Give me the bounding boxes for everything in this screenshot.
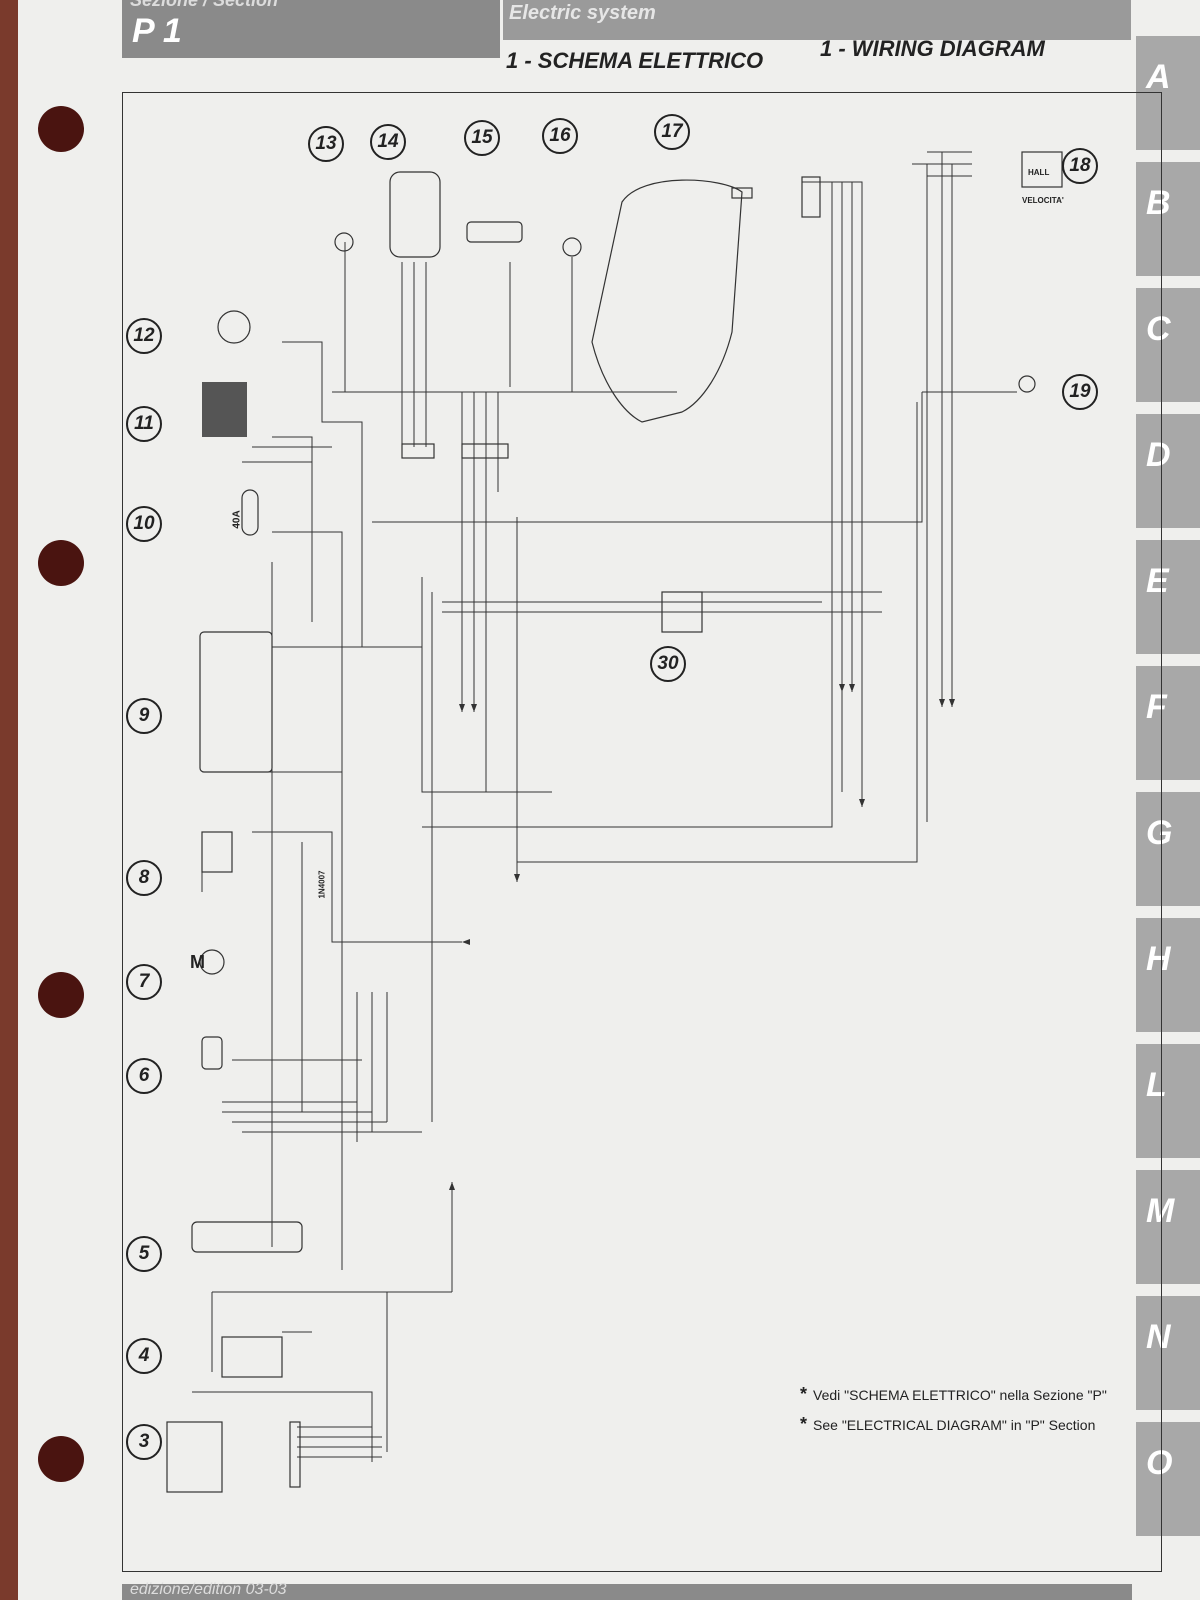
tab-c[interactable]: C xyxy=(1136,288,1200,408)
tab-e[interactable]: E xyxy=(1136,540,1200,660)
title-english: 1 - WIRING DIAGRAM xyxy=(820,36,1045,61)
section-header: Sezione / Section P 1 xyxy=(122,0,500,58)
diagram-frame xyxy=(122,92,1162,1572)
component-19: 19 xyxy=(1062,374,1098,410)
section-code: P 1 xyxy=(132,12,182,50)
binder-hole xyxy=(38,540,84,586)
component-9: 9 xyxy=(126,698,162,734)
section-label: Sezione / Section xyxy=(130,0,279,10)
component-4: 4 xyxy=(126,1338,162,1374)
tab-o[interactable]: O xyxy=(1136,1422,1200,1542)
component-10: 10 xyxy=(126,506,162,542)
component-17: 17 xyxy=(654,114,690,150)
wiring-diagram xyxy=(166,151,1063,1493)
component-13: 13 xyxy=(308,126,344,162)
note-marker: * xyxy=(800,1384,808,1404)
note-english-text: See "ELECTRICAL DIAGRAM" in "P" Section xyxy=(813,1417,1096,1433)
component-11: 11 xyxy=(126,406,162,442)
component-8: 8 xyxy=(126,860,162,896)
binder-hole xyxy=(38,1436,84,1482)
chapter-title: Electric system xyxy=(509,2,656,24)
note-english: * See "ELECTRICAL DIAGRAM" in "P" Section xyxy=(800,1414,1095,1435)
tab-n[interactable]: N xyxy=(1136,1296,1200,1416)
component-18: 18 xyxy=(1062,148,1098,184)
component-7: 7 xyxy=(126,964,162,1000)
component-5: 5 xyxy=(126,1236,162,1272)
note-italian: * Vedi "SCHEMA ELETTRICO" nella Sezione "… xyxy=(800,1384,1107,1405)
tab-a[interactable]: A xyxy=(1136,36,1200,156)
component-6: 6 xyxy=(126,1058,162,1094)
tab-d[interactable]: D xyxy=(1136,414,1200,534)
manual-page: Sezione / Section P 1 Electric system 1 … xyxy=(18,0,1200,1600)
tab-b[interactable]: B xyxy=(1136,162,1200,282)
binder-hole xyxy=(38,972,84,1018)
title-italian: 1 - SCHEMA ELETTRICO xyxy=(506,48,764,73)
component-12: 12 xyxy=(126,318,162,354)
component-3: 3 xyxy=(126,1424,162,1460)
component-14: 14 xyxy=(370,124,406,160)
binder-hole xyxy=(38,106,84,152)
component-15: 15 xyxy=(464,120,500,156)
motor-label: M xyxy=(190,952,205,972)
component-16: 16 xyxy=(542,118,578,154)
tab-g[interactable]: G xyxy=(1136,792,1200,912)
hall-label: HALL xyxy=(1028,168,1050,177)
note-marker: * xyxy=(800,1414,808,1434)
note-italian-text: Vedi "SCHEMA ELETTRICO" nella Sezione "P… xyxy=(813,1387,1107,1403)
fuse-label: 40A xyxy=(231,510,243,529)
tab-h[interactable]: H xyxy=(1136,918,1200,1038)
edition-label: edizione/edition 03-03 xyxy=(130,1581,287,1598)
sensor-label: VELOCITA' xyxy=(1022,196,1064,205)
chapter-header: Electric system xyxy=(503,0,1131,40)
tab-m[interactable]: M xyxy=(1136,1170,1200,1290)
footer: edizione/edition 03-03 xyxy=(122,1581,1132,1600)
tab-f[interactable]: F xyxy=(1136,666,1200,786)
diode-label: 1N4007 xyxy=(317,870,327,899)
component-30: 30 xyxy=(650,646,686,682)
